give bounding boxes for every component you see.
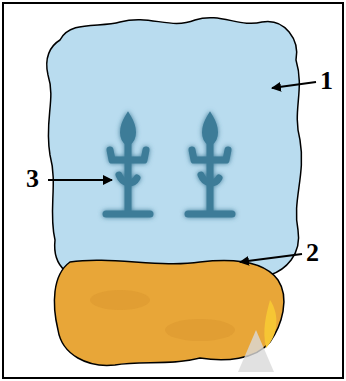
highlight — [264, 300, 276, 348]
watermark — [238, 330, 274, 372]
callout-number: 1 — [320, 68, 333, 94]
blue-region — [47, 18, 302, 286]
callout-number: 2 — [306, 240, 319, 266]
root-structures — [106, 118, 232, 214]
callout-number: 3 — [26, 166, 39, 192]
frame — [3, 3, 343, 378]
leader-arrow — [272, 82, 316, 88]
shade — [90, 290, 150, 310]
leader-arrow — [48, 179, 112, 181]
shade — [165, 319, 235, 341]
leader-arrow — [240, 254, 302, 262]
